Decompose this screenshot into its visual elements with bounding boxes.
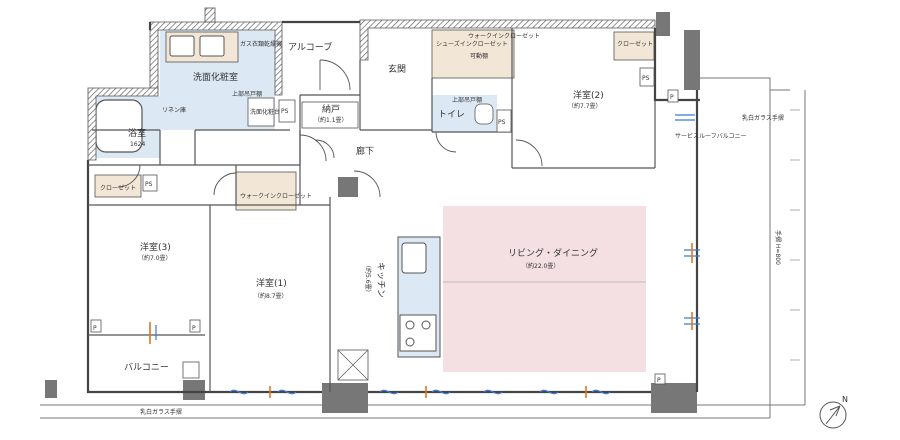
column-bottom-left <box>45 380 57 398</box>
closet-w2-label: クローゼット <box>617 40 653 48</box>
washbasin-label: 洗面化粧台 <box>250 108 280 116</box>
toilet-label: トイレ <box>438 110 465 120</box>
closet-w2 <box>613 31 655 61</box>
column-corridor <box>338 177 358 197</box>
partitions <box>88 28 656 392</box>
column-top-right <box>656 12 670 36</box>
western1-label: 洋室(1) <box>256 277 287 289</box>
washer-2 <box>199 35 225 57</box>
linen-label: リネン庫 <box>162 106 186 114</box>
column-bottom-right <box>651 383 697 413</box>
burner-2 <box>421 320 431 330</box>
walkin-closet-w1 <box>235 171 297 211</box>
living-dining-floor <box>443 206 646 372</box>
ac-unit <box>182 361 200 379</box>
outer-railing <box>40 77 806 419</box>
north-arrow: N <box>819 395 848 429</box>
north-label: N <box>842 395 848 404</box>
corridor-label: 廊下 <box>356 145 374 157</box>
entrance-label: 玄関 <box>388 63 406 75</box>
railing-height-label: 手摺 H=800 <box>774 230 782 265</box>
western3-size-label: （約7.0畳） <box>138 254 172 262</box>
side-rail-ticks <box>790 109 800 361</box>
washer-1 <box>169 35 195 57</box>
western3-label: 洋室(3) <box>140 241 171 253</box>
walls <box>86 20 700 394</box>
doors <box>117 59 543 198</box>
balcony-label: バルコニー <box>124 362 169 373</box>
p-box-3 <box>667 89 679 103</box>
closet-w3-label: クローゼット <box>100 184 136 192</box>
kitchen-label: キッチン <box>375 262 386 298</box>
walkin-closet-label-2: ウォークインクローゼット <box>468 32 540 40</box>
duct-cross <box>337 349 369 381</box>
p-label-1: P <box>93 325 97 332</box>
ps-box-4 <box>639 67 655 87</box>
p-box-1 <box>90 319 102 333</box>
shelf-label: 可動棚 <box>470 52 488 60</box>
service-balcony-label: サービスルーフバルコニー <box>675 132 747 140</box>
western2-label: 洋室(2) <box>573 89 604 101</box>
storage-shelf <box>301 101 359 129</box>
western1-size-label: （約8.7畳） <box>254 292 288 300</box>
ps-box-2 <box>496 109 512 133</box>
glass-rail-side-label: 乳白ガラス手摺 <box>742 114 784 122</box>
closet-w3 <box>94 174 142 198</box>
shoes-closet <box>431 29 515 79</box>
glass-rail-label: 乳白ガラス手摺 <box>140 408 182 416</box>
ps-box-3 <box>142 174 158 192</box>
toilet-fixture <box>474 103 494 125</box>
kitchen-size-label: （約5.6畳） <box>364 262 372 296</box>
kitchen-sink <box>401 242 427 274</box>
upper-cabinet-label-2: 上部吊戸棚 <box>452 96 482 104</box>
living-label: リビング・ダイニング <box>508 247 598 259</box>
walkin-closet-label-1: ウォークインクローゼット <box>240 192 312 200</box>
burner-1 <box>405 320 415 330</box>
shoes-closet-label: シューズインクローゼット <box>436 40 508 48</box>
p-label-4: P <box>657 377 661 384</box>
wall-alcove <box>204 7 216 23</box>
ps-label-4: PS <box>642 75 650 82</box>
alcove-label: アルコーブ <box>288 41 332 53</box>
column-right <box>684 30 700 90</box>
ps-label-3: PS <box>145 181 153 188</box>
p-box-2 <box>189 319 201 333</box>
storage-size-label: （約1.1畳） <box>314 116 348 124</box>
ps-box-1 <box>278 99 296 123</box>
p-label-2: P <box>192 325 196 332</box>
p-box-4 <box>654 373 666 385</box>
window-orange-marks <box>149 243 693 398</box>
western2-size-label: （約7.7畳） <box>568 102 602 110</box>
bath-label: 浴室 <box>128 127 146 139</box>
dryer-label: ガス衣類乾燥機 <box>240 40 282 48</box>
washbasin-fixture <box>247 97 275 127</box>
storage-label: 納戸 <box>322 103 340 115</box>
column-bottom-left2 <box>183 380 205 400</box>
column-bottom-mid <box>322 383 368 413</box>
washroom-label: 洗面化粧室 <box>193 71 238 83</box>
ps-label-1: PS <box>281 108 289 115</box>
bath-size-label: 1624 <box>130 141 145 148</box>
ps-label-2: PS <box>498 119 506 126</box>
p-label-3: P <box>670 94 674 101</box>
upper-cabinet-label-1: 上部吊戸棚 <box>232 90 262 98</box>
living-size-label: （約22.0畳） <box>522 262 559 270</box>
burner-3 <box>405 337 415 347</box>
kitchen-stove <box>399 314 437 352</box>
